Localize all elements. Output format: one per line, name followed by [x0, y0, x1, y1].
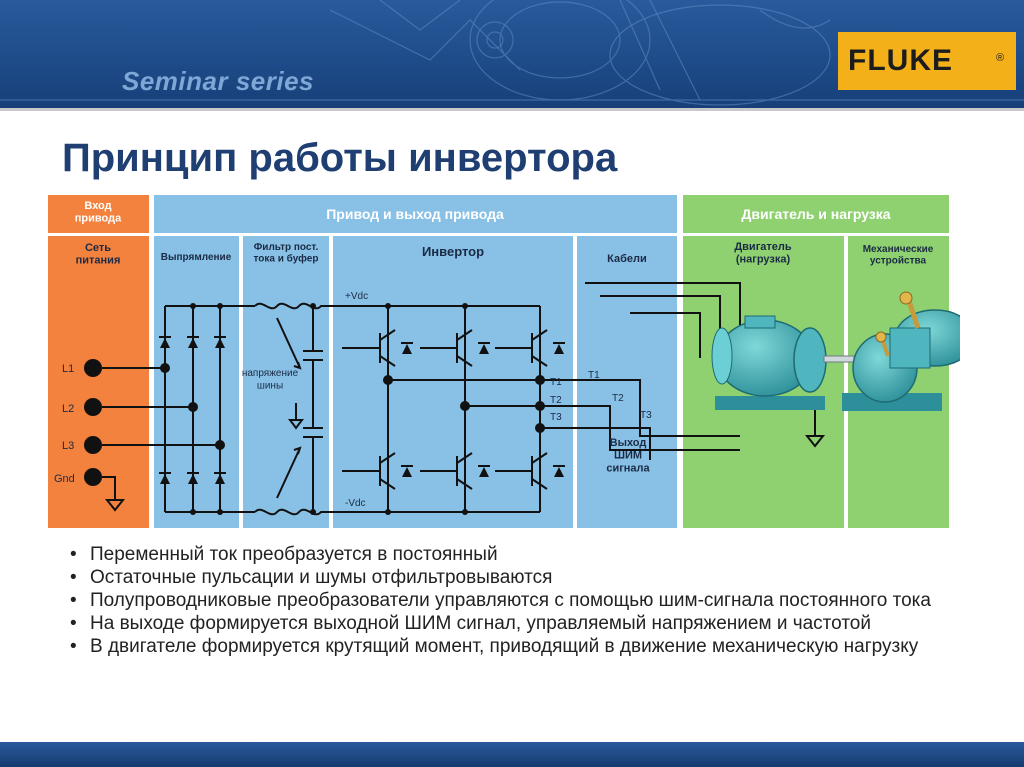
group-drive-header: [154, 195, 677, 233]
fluke-logo: FLUKE ®: [838, 32, 1016, 90]
registered-mark: ®: [996, 52, 1005, 64]
vdc-negative-label: -Vdc: [345, 498, 366, 509]
bullet-item: •В двигателе формируется крутящий момент…: [70, 636, 919, 657]
header-banner: Seminar series FLUKE ®: [0, 0, 1024, 108]
input-label-l2: L2: [62, 403, 74, 415]
page-title: Принцип работы инвертора: [62, 136, 618, 180]
freewheel-diodes: [401, 342, 565, 477]
column-rectifier: [154, 236, 239, 528]
bullet-text: В двигателе формируется крутящий момент,…: [90, 636, 919, 657]
group-drive-label: Привод и выход привода: [326, 206, 504, 222]
phase-label-t2-cable: T2: [612, 393, 624, 404]
bullet-item: •На выходе формируется выходной ШИМ сигн…: [70, 613, 871, 634]
vdc-positive-label: +Vdc: [345, 291, 368, 302]
bullet-list: •Переменный ток преобразуется в постоянн…: [68, 544, 968, 661]
col-rect-title: Выпрямление: [161, 252, 232, 263]
col-filter-title: Фильтр пост.тока и буфер: [254, 242, 319, 265]
mechanical-load-illustration: [842, 291, 960, 411]
igbt-switches: [342, 329, 548, 490]
col-motor-title: Двигатель(нагрузка): [734, 241, 792, 266]
bullet-text: Полупроводниковые преобразователи управл…: [90, 590, 931, 611]
col-inverter-title: Инвертор: [422, 244, 484, 259]
input-label-l1: L1: [62, 363, 74, 375]
bullet-item: •Переменный ток преобразуется в постоянн…: [70, 544, 498, 565]
motor-illustration: [711, 315, 855, 410]
input-label-l3: L3: [62, 440, 74, 452]
bullet-text: На выходе формируется выходной ШИМ сигна…: [90, 613, 871, 634]
phase-label-t1-inner: T1: [550, 377, 562, 388]
terminal-l3: [84, 436, 102, 454]
header-divider: [0, 108, 1024, 111]
phase-label-t3-inner: T3: [550, 412, 562, 423]
phase-label-t2-inner: T2: [550, 395, 562, 406]
column-cables: [577, 236, 677, 528]
group-motor-header: [683, 195, 949, 233]
rectifier-diodes: [159, 336, 226, 484]
col-cables-title: Кабели: [607, 253, 647, 265]
seminar-series-label: Seminar series: [122, 66, 315, 96]
group-motor-label: Двигатель и нагрузка: [741, 206, 890, 222]
junction-dots: [160, 303, 545, 515]
terminal-l1: [84, 359, 102, 377]
bullet-text: Остаточные пульсации и шумы отфильтровыв…: [90, 567, 553, 588]
bullet-item: •Остаточные пульсации и шумы отфильтровы…: [70, 567, 553, 588]
terminal-l2: [84, 398, 102, 416]
group-input-header: [48, 195, 149, 233]
input-label-gnd: Gnd: [54, 473, 75, 485]
footer-bar: [0, 742, 1024, 767]
bullet-item: •Полупроводниковые преобразователи управ…: [70, 590, 931, 611]
bullet-text: Переменный ток преобразуется в постоянны…: [90, 544, 498, 565]
phase-label-t3-cable: T3: [640, 410, 652, 421]
terminal-gnd: [84, 468, 102, 486]
fluke-logo-text: FLUKE: [848, 44, 953, 77]
phase-label-t1-cable: T1: [588, 370, 600, 381]
blueprint-decoration: [0, 0, 1024, 106]
